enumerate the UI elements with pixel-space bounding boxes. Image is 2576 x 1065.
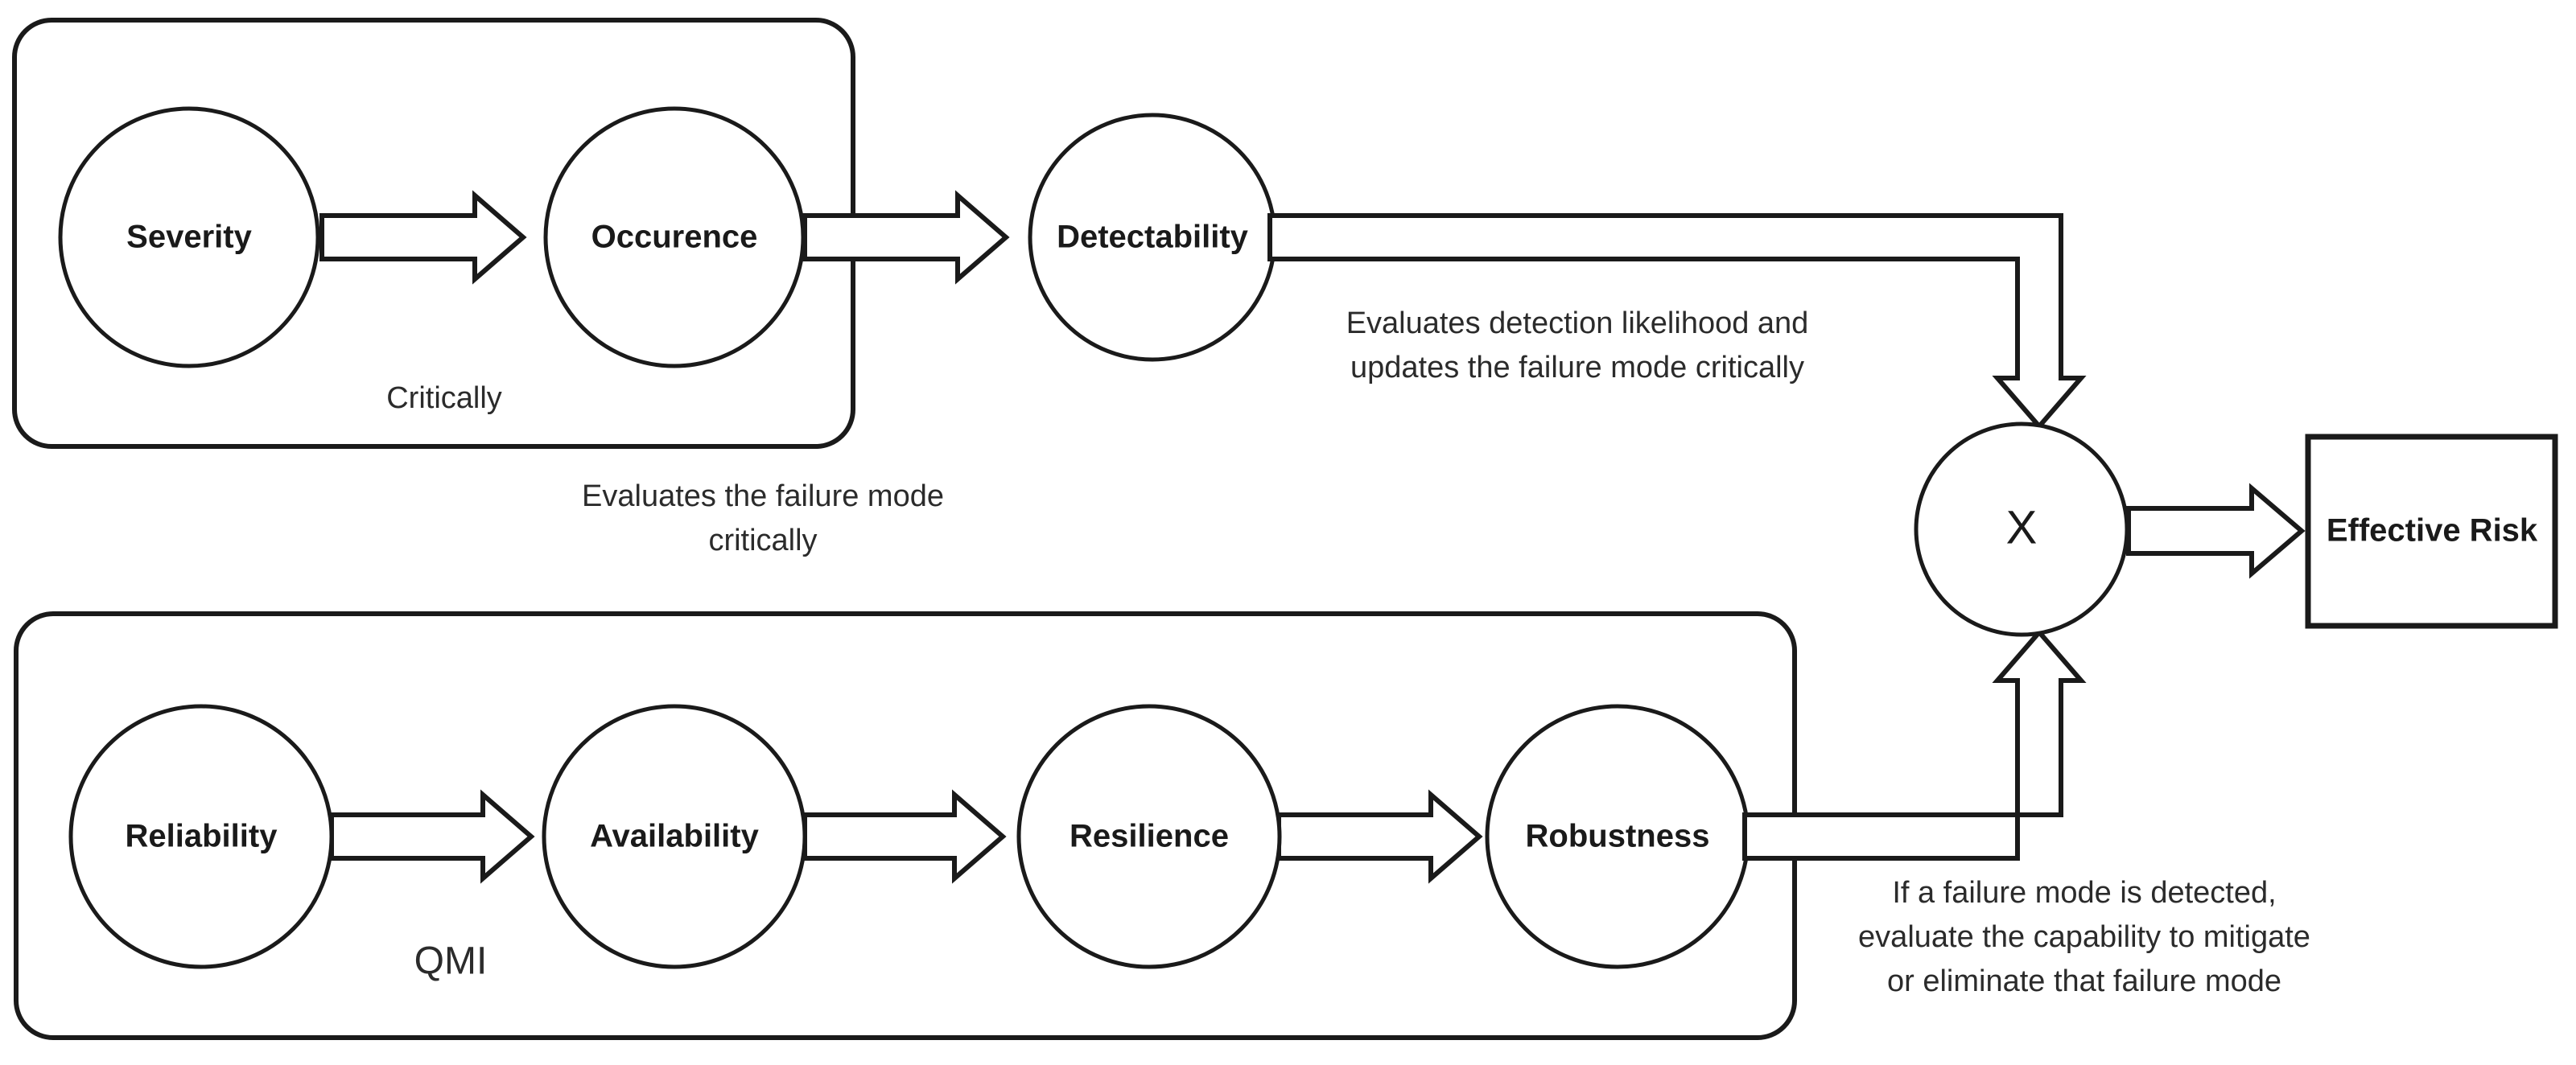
node-robustness-label: Robustness <box>1526 819 1710 854</box>
node-resilience[interactable] <box>1016 704 1282 969</box>
node-reliability[interactable] <box>68 704 334 969</box>
node-availability-label: Availability <box>590 819 759 854</box>
node-reliability-label: Reliability <box>126 819 278 854</box>
arrow-operator-to-effective-risk <box>2126 483 2306 579</box>
criticality-caption-line2: critically <box>708 524 817 557</box>
arrow-resilience-to-robustness <box>1276 789 1483 884</box>
node-effective-risk[interactable] <box>2305 434 2558 629</box>
arrow-reliability-to-availability <box>329 789 535 884</box>
node-availability[interactable] <box>542 704 807 969</box>
qmi-group-label: QMI <box>414 940 488 983</box>
arrow-robustness-to-operator <box>1742 628 2087 861</box>
arrow-detectability-to-operator <box>1267 213 2087 430</box>
qmi-caption-line3: or eliminate that failure mode <box>1887 964 2281 998</box>
node-severity[interactable] <box>58 106 320 368</box>
qmi-caption-line2: evaluate the capability to mitigate <box>1858 920 2310 954</box>
node-detectability-label: Detectability <box>1057 220 1249 255</box>
node-occurence[interactable] <box>543 106 806 368</box>
detectability-caption-line1: Evaluates detection likelihood and <box>1346 306 1809 340</box>
qmi-caption-line1: If a failure mode is detected, <box>1892 876 2276 910</box>
arrow-availability-to-resilience <box>802 789 1007 884</box>
detectability-caption-line2: updates the failure mode critically <box>1350 351 1804 384</box>
arrow-occurence-to-detectability <box>802 190 1010 285</box>
node-occurence-label: Occurence <box>591 220 758 255</box>
node-severity-label: Severity <box>126 220 252 255</box>
node-resilience-label: Resilience <box>1070 819 1229 854</box>
node-effective-risk-label: Effective Risk <box>2327 513 2538 549</box>
criticality-caption-line1: Evaluates the failure mode <box>582 479 944 513</box>
criticality-group-label: Critically <box>386 381 502 415</box>
node-operator-label: X <box>2006 501 2038 553</box>
arrow-severity-to-occurence <box>319 190 527 285</box>
